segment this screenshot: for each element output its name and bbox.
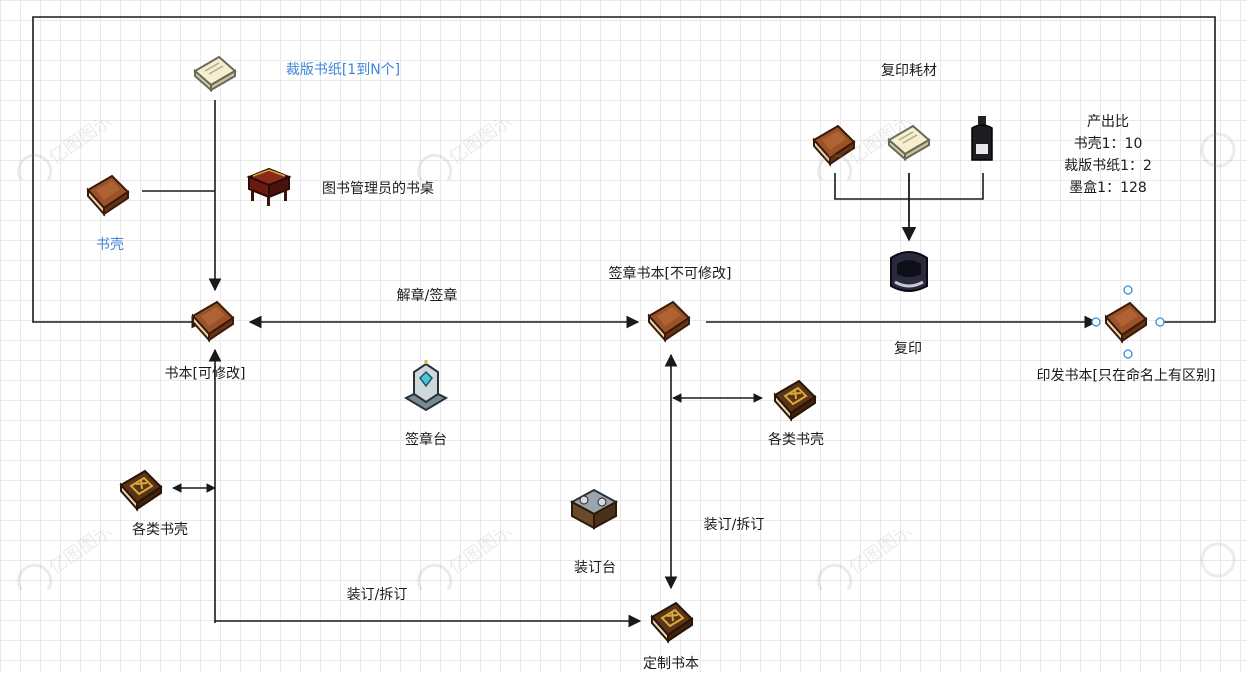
watermark-logo-icon: 亿图图示 <box>817 110 916 189</box>
watermark-text: 亿图图示 <box>445 120 516 169</box>
binding-table-label: 装订台 <box>574 560 616 576</box>
watermark-7 <box>1190 120 1247 180</box>
librarian-desk-icon <box>246 167 292 206</box>
shells-right-icon <box>773 379 817 421</box>
seal-table-label: 签章台 <box>405 432 447 448</box>
watermark-logo-icon: 亿图图示 <box>17 110 116 189</box>
watermark-text: 亿图图示 <box>845 120 916 169</box>
copy-materials-label: 复印耗材 <box>881 63 937 79</box>
ratio-line-paper: 裁版书纸1：2 <box>1064 158 1152 174</box>
watermark-logo-icon: 亿图图示 <box>817 520 916 599</box>
published-book-label: 印发书本[只在命名上有区别] <box>1036 368 1216 384</box>
unseal-seal-label: 解章/签章 <box>396 288 458 304</box>
ratio-line-shell: 书壳1：10 <box>1073 136 1143 152</box>
watermark-2: 亿图图示 <box>400 110 530 189</box>
binding-table-icon <box>569 488 619 530</box>
bind-unbind-right-label: 装订/拆订 <box>703 517 765 533</box>
editable-book-label: 书本[可修改] <box>164 366 246 382</box>
watermark-logo-icon: 亿图图示 <box>417 520 516 599</box>
seal-table-icon <box>403 360 449 412</box>
return-loop-connector <box>32 16 1216 329</box>
ratio-title: 产出比 <box>1086 114 1129 130</box>
watermark-logo-icon: 亿图图示 <box>17 520 116 599</box>
watermark-logo-icon <box>1200 132 1236 168</box>
watermark-text: 亿图图示 <box>45 120 116 169</box>
selection-handles <box>1091 285 1165 359</box>
watermark-8 <box>1190 530 1247 590</box>
watermark-4: 亿图图示 <box>0 520 130 599</box>
copier-icon <box>890 251 928 292</box>
sealed-book-label: 签章书本[不可修改] <box>608 266 732 282</box>
paper-label: 裁版书纸[1到N个] <box>285 62 401 78</box>
watermark-5: 亿图图示 <box>400 520 530 599</box>
copy-label: 复印 <box>894 341 922 357</box>
sealed-book-icon <box>648 301 690 341</box>
shell-book-icon <box>87 175 129 215</box>
ink-bottle-icon <box>971 116 993 161</box>
shell-label: 书壳 <box>96 237 124 253</box>
shells-left-label: 各类书壳 <box>132 522 188 538</box>
published-book-icon <box>1105 302 1147 342</box>
shells-left-icon <box>119 469 163 511</box>
output-ratio-block: 产出比 书壳1：10 裁版书纸1：2 墨盒1：128 <box>1064 111 1152 199</box>
custom-book-icon <box>650 601 694 643</box>
ratio-line-ink: 墨盒1：128 <box>1069 180 1147 196</box>
watermark-6: 亿图图示 <box>800 520 930 599</box>
custom-book-label: 定制书本 <box>643 656 699 672</box>
watermark-text: 亿图图示 <box>445 530 516 579</box>
watermark-text: 亿图图示 <box>845 530 916 579</box>
bind-unbind-bottom-label: 装订/拆订 <box>346 587 408 603</box>
watermark-1: 亿图图示 <box>0 110 130 189</box>
shells-right-label: 各类书壳 <box>768 432 824 448</box>
editable-book-icon <box>192 301 234 341</box>
watermark-logo-icon <box>1200 542 1236 578</box>
watermark-3: 亿图图示 <box>800 110 930 189</box>
watermark-text: 亿图图示 <box>45 530 116 579</box>
paper-stack-icon <box>194 56 236 91</box>
watermark-logo-icon: 亿图图示 <box>417 110 516 189</box>
librarian-desk-label: 图书管理员的书桌 <box>322 181 434 197</box>
